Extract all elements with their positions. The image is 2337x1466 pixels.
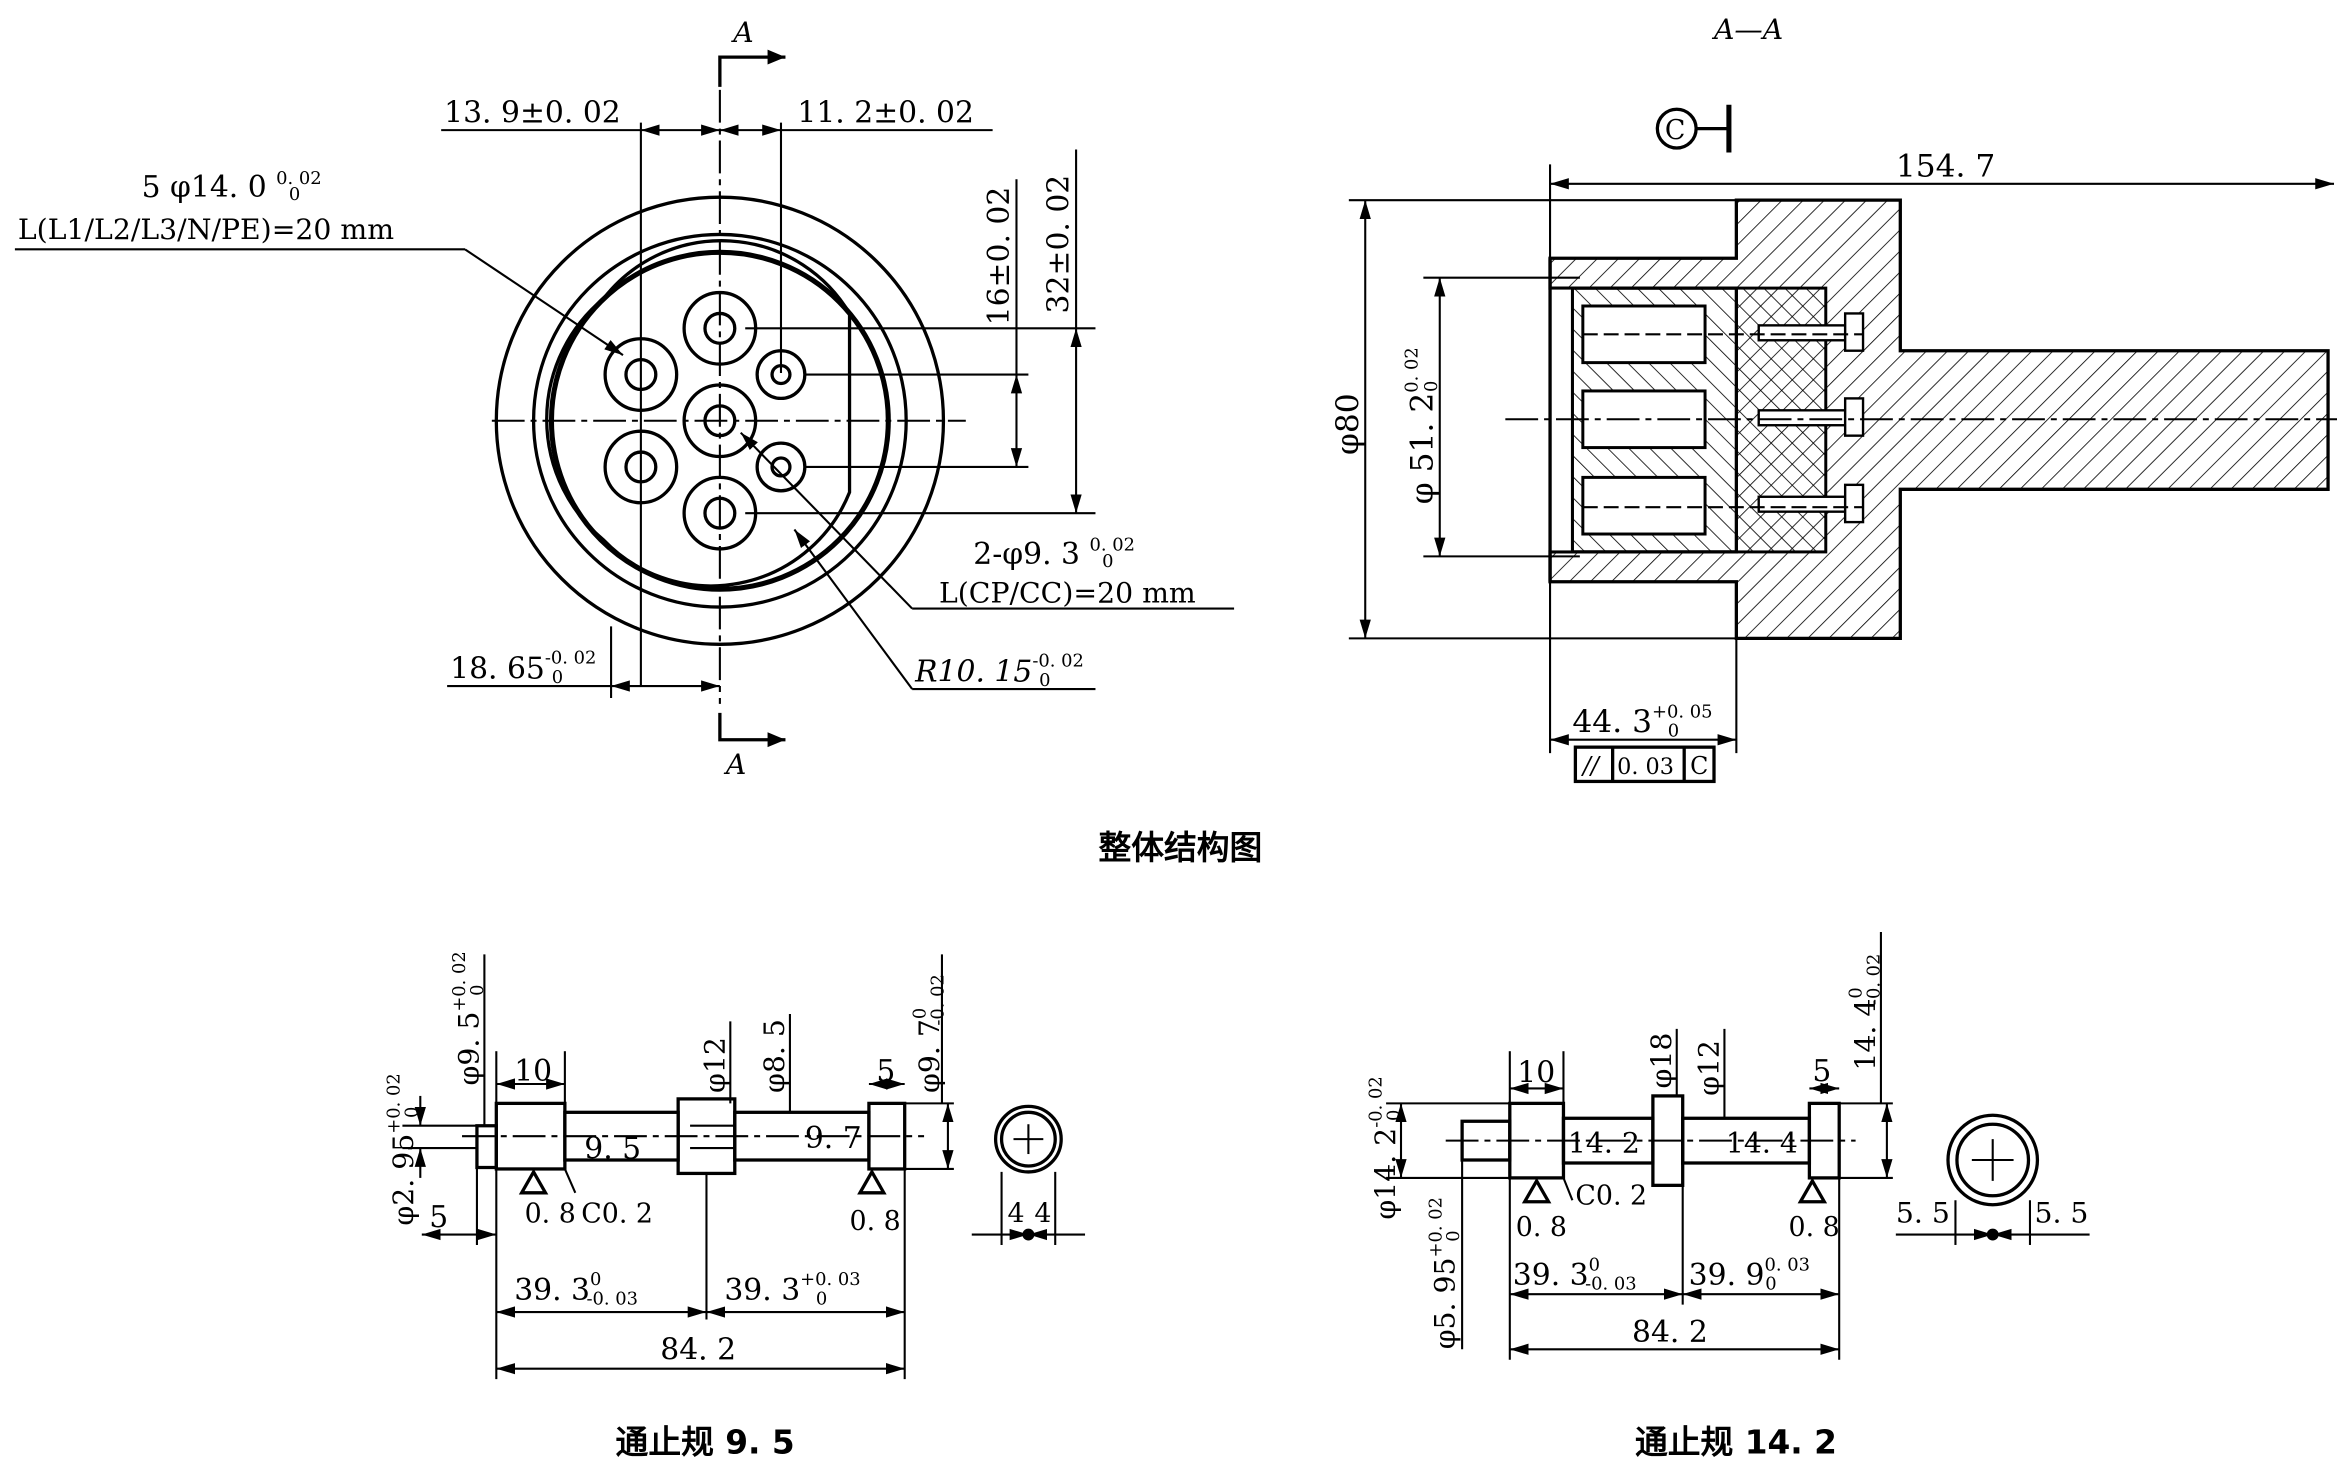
section-view: A—A C 154. 7 (1330, 13, 2337, 784)
front-view: A A 13. 9±0 (14, 16, 1235, 781)
dim-dia-80: φ80 (1330, 393, 1366, 455)
dia-12: φ12 (698, 1037, 731, 1093)
pin-length-note: L(L1/L2/L3/N/PE)=20 mm (18, 213, 394, 246)
len-left: 39. 30-0. 03 (514, 1269, 638, 1309)
rough-left-b: 0. 8 (1516, 1212, 1567, 1243)
dia-tip: φ2. 95+0. 020 (383, 1073, 422, 1225)
section-marker-top: A (718, 16, 786, 87)
dim-32: 32±0. 02 (1042, 175, 1077, 314)
section-title: A—A (1711, 13, 1783, 46)
len-total: 84. 2 (660, 1333, 736, 1368)
dia-12-b: φ12 (1692, 1040, 1725, 1096)
label-9-7: 9. 7 (805, 1121, 862, 1156)
inner-flange-circle (531, 232, 908, 609)
section-pin-bores (1581, 304, 1865, 536)
label-9-5: 9. 5 (584, 1132, 641, 1167)
chamfer: C0. 2 (581, 1199, 653, 1230)
dim-154-7: 154. 7 (1896, 148, 1995, 184)
outer-flange-circle (494, 195, 946, 646)
label-14-2: 14. 2 (1568, 1127, 1640, 1160)
caption-gauge-14-2: 通止规 14. 2 (1635, 1424, 1837, 1462)
rough-left: 0. 8 (525, 1199, 576, 1230)
svg-text:5. 5: 5. 5 (2034, 1197, 2088, 1230)
len-total-b: 84. 2 (1632, 1315, 1708, 1350)
end-view-14-2: 5. 5 5. 5 (1895, 1113, 2090, 1245)
len-left-b: 39. 30-0. 03 (1513, 1254, 1637, 1294)
dim-11-2: 11. 2±0. 02 (797, 96, 974, 131)
end-view-9-5: 4 4 (971, 1104, 1086, 1245)
dim-10-b: 10 (1517, 1056, 1555, 1091)
section-letter-top: A (730, 16, 753, 49)
small-pin-length-note: L(CP/CC)=20 mm (939, 577, 1196, 610)
dim-10: 10 (514, 1054, 552, 1089)
caption-gauge-9-5: 通止规 9. 5 (616, 1424, 795, 1462)
dia-nogo-b: 14. 40-0. 02 (1846, 954, 1885, 1071)
section-marker-bottom: A (718, 712, 786, 781)
caption-main: 整体结构图 (1098, 829, 1262, 867)
gauge-14-2: 14. 2 14. 4 10 5 φ18 φ12 14. 40-0. 02 φ1… (1366, 931, 2090, 1462)
socket-wall-circle (548, 249, 891, 592)
dim-dia-51-2: φ 51. 20. 020 (1401, 347, 1441, 504)
svg-text:C: C (1665, 115, 1686, 146)
rough-right: 0. 8 (850, 1206, 901, 1237)
svg-text:4: 4 (1008, 1199, 1025, 1230)
dia-tip-b: φ5. 95+0. 020 (1425, 1197, 1464, 1349)
dim-5-left: 5 (429, 1200, 448, 1235)
label-14-4: 14. 4 (1726, 1127, 1798, 1160)
svg-text:0. 03: 0. 03 (1617, 754, 1674, 780)
dim-13-9: 13. 9±0. 02 (444, 96, 621, 131)
dim-5-right: 5 (876, 1054, 895, 1089)
pin-center (682, 383, 758, 459)
dia-18: φ18 (1645, 1033, 1678, 1089)
gauge-9-5: 9. 5 9. 7 10 5 φ9. 5+0. 020 φ12 φ8. 5 φ9… (383, 951, 1086, 1462)
dim-5-b: 5 (1812, 1054, 1831, 1089)
dim-16: 16±0. 02 (982, 187, 1017, 326)
section-letter-bottom: A (723, 748, 746, 781)
rough-right-b: 0. 8 (1789, 1212, 1840, 1243)
svg-text:5. 5: 5. 5 (1896, 1197, 1950, 1230)
datum-c-marker: C (1655, 104, 1732, 153)
tolerance-frame: // 0. 03 C (1573, 745, 1716, 784)
svg-text://: // (1581, 752, 1601, 780)
keyway-outline (545, 239, 852, 588)
pin-small-lower (755, 441, 807, 493)
chamfer-b: C0. 2 (1575, 1181, 1647, 1212)
svg-text:C: C (1690, 752, 1708, 780)
svg-text:4: 4 (1034, 1199, 1051, 1230)
dia-go-b: φ14. 2-0. 020 (1366, 1076, 1405, 1219)
dia-go: φ9. 5+0. 020 (449, 951, 488, 1085)
dia-nogo: φ9. 70-0. 02 (910, 974, 949, 1093)
dia-8-5: φ8. 5 (758, 1019, 791, 1093)
